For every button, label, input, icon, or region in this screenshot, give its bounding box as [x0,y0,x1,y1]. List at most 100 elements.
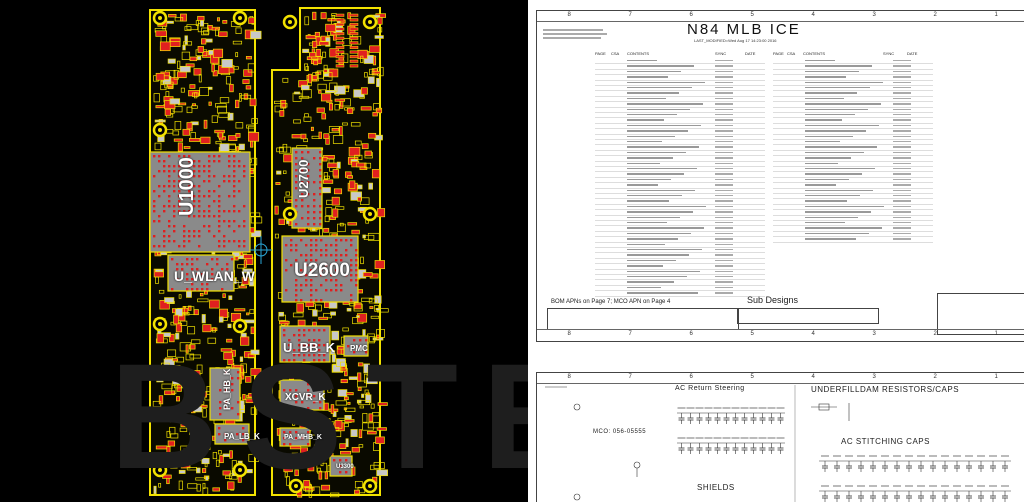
toc-row-text [805,211,871,213]
baseband-u-bb-ball [298,344,301,347]
pmu-u2700-ball [319,211,322,214]
toc-row-text [805,119,842,121]
nand-u2600-ball [340,259,343,262]
chip-label-pa-hb[interactable]: PA_HB_K [222,368,232,410]
soc-u1000-ball [163,230,166,233]
soc-u1000-ball [168,200,171,203]
toc-row [773,161,933,167]
nand-u2600-ball [330,279,333,282]
left-component [153,485,157,495]
pa-lb-ball [224,433,227,436]
soc-u1000-ball [208,215,211,218]
nand-u2600-ball [345,249,348,252]
soc-u1000-ball [183,235,186,238]
toc-row [773,198,933,205]
chip-label-u3300[interactable]: U3300 [336,464,354,470]
soc-u1000-ball [173,215,176,218]
toc-row [595,101,765,108]
nand-u2600-ball [295,294,298,297]
toc-row [595,150,765,157]
left-component [182,44,186,51]
left-component [235,99,240,109]
right-component [321,484,331,491]
soc-u1000-ball [238,240,241,243]
underfill-label: UNDERFILLDAM RESISTORS/CAPS [811,385,960,394]
right-component [298,95,310,99]
nand-u2600-ball [340,254,343,257]
nand-u2600-ball [350,259,353,262]
wlan-module-ball [201,283,204,286]
soc-u1000-ball [233,240,236,243]
toc-row-sync [715,211,733,213]
nand-u2600-ball [285,289,288,292]
right-component [282,77,289,83]
left-component [172,308,176,314]
chip-label-pa-lb[interactable]: PA_LB_K [224,432,260,441]
wlan-module-ball [231,273,234,276]
chip-label-xcvr[interactable]: XCVR_K [285,392,326,403]
soc-u1000-ball [183,245,186,248]
soc-u1000-ball [168,185,171,188]
nand-u2600-ball [305,259,308,262]
right-component [349,180,356,189]
pmu-u2700-ball [319,217,322,220]
ruler-mark: 2 [933,12,937,18]
nand-u2600-ball [325,264,328,267]
chip-label-pa-mhb[interactable]: PA_MHB_K [284,434,322,441]
toc-row-text [627,151,686,154]
toc-row-sync [715,130,733,132]
board-canvas[interactable] [0,0,528,502]
left-component [179,342,192,352]
left-component [178,294,182,299]
soc-u1000-ball [158,215,161,218]
toc-row-text [805,168,875,170]
left-component [248,453,259,462]
toc-column-header: PAGE [773,51,784,56]
nand-u2600-ball [355,284,358,287]
chip-label-u-bb[interactable]: U_BB_K [283,340,336,355]
toc-row [773,231,933,238]
crosshair-circle [254,243,268,257]
left-component [249,98,257,107]
soc-u1000-ball [188,195,191,198]
pmu-u2700-ball [313,205,316,208]
soc-u1000-ball [158,170,161,173]
nand-u2600-ball [335,254,338,257]
shields-label: SHIELDS [697,483,735,492]
left-component [154,142,162,151]
baseband-u-bb-ball [298,349,301,352]
pa-hb-ball [237,377,240,380]
chip-label-u2700[interactable]: U2700 [296,159,311,198]
nand-u2600-ball [295,249,298,252]
left-component [191,103,196,107]
toc-row-text [627,178,671,181]
ac-return-caps-2-refdes [767,437,776,439]
soc-u1000-ball [198,230,201,233]
board-view[interactable]: BSTEC U1000 U2700 U2600 U_WLAN_W U_BB_K … [0,0,528,502]
chip-label-u2600[interactable]: U2600 [294,260,350,281]
pa-hb-ball [225,407,228,410]
baseband-u-bb-ball [308,329,311,332]
toc-row-sync [715,238,733,240]
connector-pad [349,36,359,40]
toc-row-text [627,162,660,164]
chip-label-u1000[interactable]: U1000 [176,157,198,216]
pmu-u2700-ball [295,205,298,208]
toc-row-text [627,286,661,289]
soc-u1000-ball [153,190,156,193]
chip-label-pmc[interactable]: PMC [350,344,368,353]
left-component [175,332,180,340]
right-component [357,196,362,202]
toc-row-sync [893,103,911,105]
chip-label-u-wlan[interactable]: U_WLAN_W [174,268,255,284]
pa-hb-ball [219,413,222,416]
stitching-caps-refdes [977,455,985,457]
nand-u2600-ball [315,249,318,252]
toc-row-text [805,227,882,229]
right-top-component [304,16,310,26]
toc-row-sync [893,124,911,127]
toc-row-text [627,211,693,213]
soc-u1000-ball [158,245,161,248]
right-component [300,447,308,454]
